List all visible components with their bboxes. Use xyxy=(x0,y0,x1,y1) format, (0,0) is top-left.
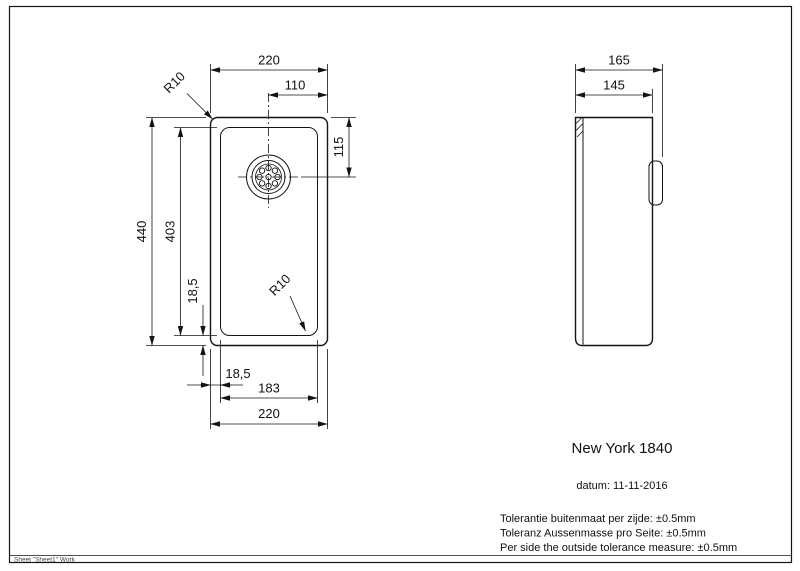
sheet-label: Sheet "Sheet1" Work xyxy=(14,557,76,564)
drain-centerlines xyxy=(238,93,302,208)
tolerance-line-de: Toleranz Aussenmasse pro Seite: ±0.5mm xyxy=(500,528,706,540)
drain-perforations xyxy=(256,164,281,190)
dim-outer-length: 440 xyxy=(134,221,149,243)
dim-outer-width-bottom: 220 xyxy=(258,406,280,421)
dim-overall-depth: 165 xyxy=(608,53,630,68)
top-view-dimensions: 220 110 R10 115 440 403 1 xyxy=(134,53,356,429)
top-view: 220 110 R10 115 440 403 1 xyxy=(134,53,356,429)
side-outline xyxy=(574,116,663,347)
side-drain-boss xyxy=(648,160,663,206)
dim-corner-radius-inner: R10 xyxy=(266,271,293,298)
drain xyxy=(238,93,302,208)
section-hatch xyxy=(575,117,584,138)
sheet-frame: Sheet "Sheet1" Work xyxy=(8,5,793,564)
drawing-date: datum: 11-11-2016 xyxy=(576,480,667,492)
dim-bowl-depth: 145 xyxy=(603,78,625,93)
title-block: New York 1840 datum: 11-11-2016 Tolerant… xyxy=(500,440,737,554)
sink-bowl-edge xyxy=(220,127,318,336)
dim-drain-from-top: 115 xyxy=(331,137,346,158)
dim-inner-length: 403 xyxy=(163,221,178,243)
side-body xyxy=(574,116,654,347)
border-rect xyxy=(8,5,793,564)
dim-outer-width-top: 220 xyxy=(258,53,280,68)
side-view: 165 145 xyxy=(574,53,663,347)
dim-inner-width: 183 xyxy=(258,381,280,396)
sink-outer-edge xyxy=(209,116,329,347)
dim-wall-offset-vertical: 18,5 xyxy=(185,278,200,303)
product-name: New York 1840 xyxy=(572,440,673,457)
side-view-dimensions: 165 145 xyxy=(575,53,663,157)
dim-wall-offset-horizontal: 18,5 xyxy=(225,366,250,381)
dim-drain-offset: 110 xyxy=(285,78,306,93)
tolerance-line-nl: Tolerantie buitenmaat per zijde: ±0.5mm xyxy=(500,513,696,525)
dim-corner-radius-outer: R10 xyxy=(161,69,188,96)
sink-outline xyxy=(209,116,329,347)
tolerance-line-en: Per side the outside tolerance measure: … xyxy=(500,542,737,554)
